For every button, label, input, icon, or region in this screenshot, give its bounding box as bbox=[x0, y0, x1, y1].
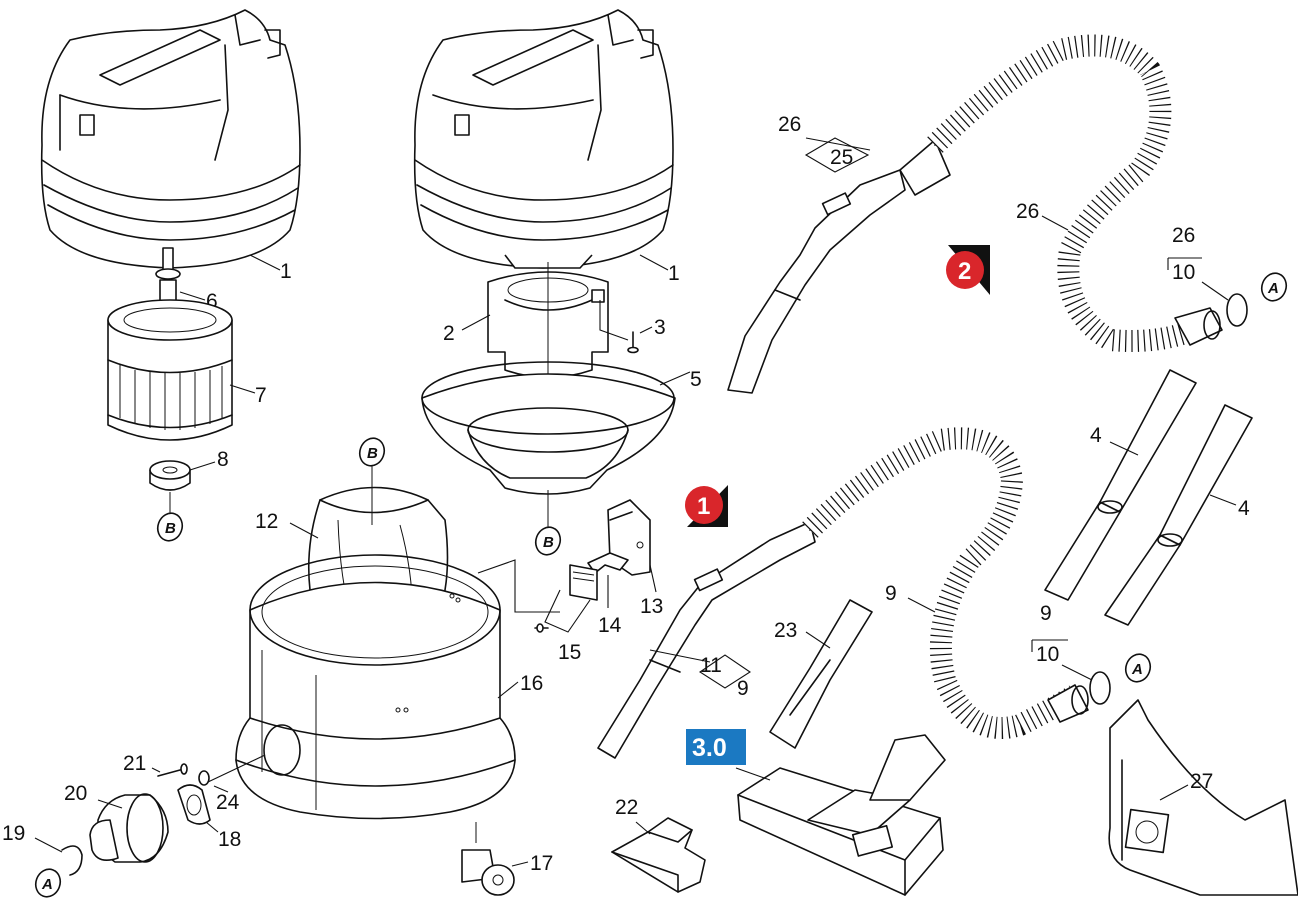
suction-tube-lower bbox=[597, 521, 816, 759]
washer-24 bbox=[198, 770, 210, 786]
callout-9-tube: 9 bbox=[737, 677, 749, 700]
paper-filter-bag bbox=[1108, 699, 1298, 896]
container-tank bbox=[235, 554, 516, 820]
callout-26-hose: 26 bbox=[1016, 200, 1039, 223]
connector-a-label-1: A bbox=[1267, 280, 1279, 297]
callout-2: 2 bbox=[443, 322, 455, 345]
caster-wheel bbox=[461, 822, 515, 896]
callout-3: 3 bbox=[654, 316, 666, 339]
connector-b-label-3: B bbox=[543, 534, 554, 551]
plate-15 bbox=[534, 564, 598, 633]
accessory-kit-badge: 3.0 bbox=[686, 729, 746, 765]
callout-4-left: 4 bbox=[1090, 424, 1102, 447]
callout-26-upper-right: 26 bbox=[1172, 224, 1195, 247]
deflector-bowl bbox=[421, 361, 676, 495]
gasket-10-lower bbox=[1089, 671, 1111, 705]
callout-13: 13 bbox=[640, 595, 663, 618]
connector-b-knob bbox=[156, 512, 184, 542]
callout-10-upper: 10 bbox=[1172, 261, 1195, 284]
vacuum-head-middle bbox=[413, 9, 674, 269]
svg-text:3.0: 3.0 bbox=[692, 734, 727, 762]
callout-8: 8 bbox=[217, 448, 229, 471]
connector-a-upper bbox=[1260, 272, 1288, 302]
gasket-10-upper bbox=[1226, 293, 1248, 327]
callout-7: 7 bbox=[255, 384, 267, 407]
callout-9-hose: 9 bbox=[885, 582, 897, 605]
callout-4-right: 4 bbox=[1238, 497, 1250, 520]
callout-26-upper-left: 26 bbox=[778, 113, 801, 136]
screw-21 bbox=[157, 763, 188, 777]
connector-b-label-2: B bbox=[367, 445, 378, 462]
callout-12: 12 bbox=[255, 510, 278, 533]
upholstery-nozzle bbox=[611, 817, 706, 893]
floor-nozzle bbox=[737, 734, 946, 896]
callout-6: 6 bbox=[206, 290, 218, 313]
callout-21: 21 bbox=[123, 752, 146, 775]
callout-23: 23 bbox=[774, 619, 797, 642]
clip-19 bbox=[61, 845, 83, 876]
variant-1-badge: 1 bbox=[685, 485, 728, 527]
callout-14: 14 bbox=[598, 614, 622, 637]
connector-a-label-2: A bbox=[1131, 661, 1143, 678]
knob bbox=[149, 460, 191, 491]
callout-20: 20 bbox=[64, 782, 87, 805]
callout-25: 25 bbox=[830, 146, 853, 169]
callout-9-gasket: 9 bbox=[1040, 602, 1052, 625]
connector-a-inlet bbox=[34, 868, 62, 898]
callout-15: 15 bbox=[558, 641, 581, 664]
callout-11: 11 bbox=[700, 654, 722, 677]
hose-lower bbox=[802, 427, 1089, 739]
vacuum-head-left bbox=[40, 9, 301, 269]
svg-text:2: 2 bbox=[958, 258, 971, 285]
callout-5: 5 bbox=[690, 368, 702, 391]
callout-19: 19 bbox=[2, 822, 25, 845]
inlet-gasket-18 bbox=[177, 784, 211, 825]
callout-24: 24 bbox=[216, 791, 240, 814]
callout-10-lower: 10 bbox=[1036, 643, 1059, 666]
callout-1-middle: 1 bbox=[668, 262, 680, 285]
callout-1-left: 1 bbox=[280, 260, 292, 283]
callout-16: 16 bbox=[520, 672, 543, 695]
callout-18: 18 bbox=[218, 828, 241, 851]
callout-27: 27 bbox=[1190, 770, 1213, 793]
float-cage bbox=[487, 254, 609, 395]
hose-upper bbox=[927, 34, 1223, 352]
connector-a-label-3: A bbox=[41, 876, 53, 893]
connector-a-lower bbox=[1124, 653, 1152, 683]
crevice-nozzle bbox=[769, 599, 873, 749]
connector-b-bowl bbox=[534, 526, 562, 556]
extension-tubes-4 bbox=[1044, 369, 1253, 626]
filter-cartridge bbox=[107, 299, 233, 441]
suction-tube-upper bbox=[727, 139, 951, 394]
connector-b-label-1: B bbox=[165, 520, 176, 537]
threaded-rod bbox=[155, 247, 181, 350]
connector-b-bag bbox=[358, 437, 386, 467]
variant-2-badge: 2 bbox=[946, 245, 990, 295]
svg-text:1: 1 bbox=[697, 493, 710, 520]
callout-17: 17 bbox=[530, 852, 553, 875]
callout-22: 22 bbox=[615, 796, 638, 819]
inlet-sleeve-20 bbox=[89, 793, 169, 863]
screw-3 bbox=[627, 331, 639, 354]
